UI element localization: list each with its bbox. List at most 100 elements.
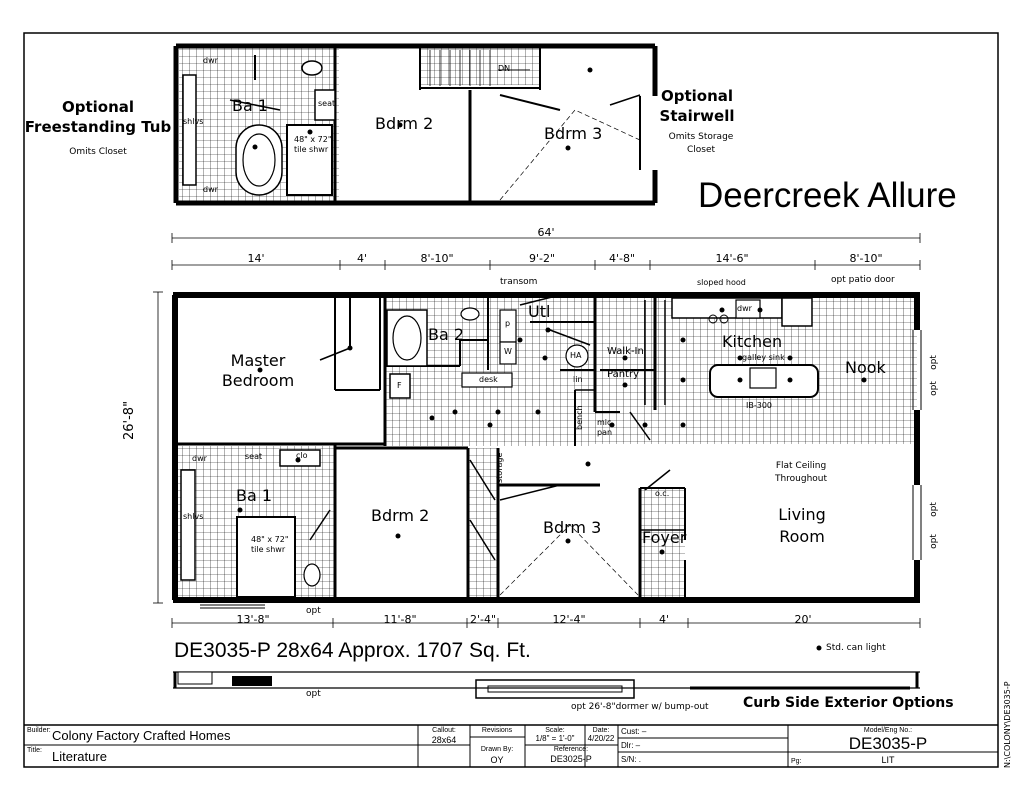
tb-scale: 1/8" = 1'-0"	[535, 734, 575, 743]
room-kitchen: Kitchen	[722, 332, 783, 351]
note-flat-ceiling: Flat Ceiling Throughout	[774, 461, 828, 484]
note-dormer: opt 26'-8"dormer w/ bump-out	[571, 702, 709, 712]
room-foyer: Foyer	[642, 528, 687, 547]
tb-reference-label: Reference:	[553, 746, 589, 753]
tb-date: 4/20/22	[587, 734, 615, 743]
optional-view	[173, 43, 658, 206]
tb-reference: DE3025-P	[550, 754, 592, 764]
note-opt-bottom-1: opt	[306, 606, 321, 616]
room-ba2: Ba 2	[428, 325, 465, 344]
tb-builder-label: Builder:	[27, 727, 51, 734]
dim-top-1: 14'	[247, 252, 265, 265]
dim-bottom-4: 12'-4"	[552, 613, 586, 626]
dim-side: 26'-8"	[122, 400, 137, 440]
label-dwr: dwr	[192, 454, 207, 463]
tb-title-label: Title:	[27, 747, 42, 754]
room-bdrm3: Bdrm 3	[543, 518, 602, 537]
top-room-bdrm2: Bdrm 2	[375, 114, 434, 133]
curb-side-elevation	[173, 671, 920, 699]
note-opt-bottom-2: opt	[306, 689, 321, 699]
label-shlvs: shlvs	[183, 512, 204, 521]
page-border	[23, 32, 999, 768]
model-line: DE3035-P 28x64 Approx. 1707 Sq. Ft.	[174, 639, 531, 662]
tb-model-label: Model/Eng No.:	[863, 727, 913, 734]
tb-dlr: Dlr: –	[621, 741, 641, 750]
top-room-bdrm3: Bdrm 3	[544, 124, 603, 143]
label-clo: clo	[296, 451, 308, 460]
note-curb-side: Curb Side Exterior Options	[743, 695, 954, 711]
note-ib-300: IB-300	[746, 401, 773, 410]
dim-bottom-5: 4'	[658, 613, 670, 626]
dim-top-3: 8'-10"	[420, 252, 454, 265]
main-plan	[172, 67, 922, 609]
dim-bottom-6: 20'	[794, 613, 812, 626]
label-shower: 48" x 72" tile shwr	[251, 535, 289, 554]
label-dwr-kitchen: dwr	[737, 304, 752, 313]
dim-bottom-3: 2'-4"	[469, 613, 497, 626]
label-lin: lin	[573, 375, 583, 384]
label-f: F	[397, 381, 402, 390]
legend-can-light: Std. can light	[826, 643, 886, 653]
title-block-grid	[24, 724, 998, 767]
dim-bottom-2: 11'-8"	[383, 613, 417, 626]
label-mic-pan: mic pan	[597, 418, 613, 437]
note-opt-patio-door: opt patio door	[831, 275, 895, 285]
tb-scale-label: Scale:	[545, 727, 565, 734]
tb-drawn-label: Drawn By:	[480, 746, 514, 753]
dim-top-4: 9'-2"	[528, 252, 556, 265]
room-utl: Utl	[528, 302, 551, 321]
option-stairwell-title: Optional Stairwell	[659, 87, 735, 125]
tb-sn: S/N: .	[621, 755, 642, 764]
room-ba1: Ba 1	[236, 486, 273, 505]
label-seat: seat	[245, 452, 263, 461]
option-freestanding-tub-title: Optional Freestanding Tub	[24, 98, 172, 136]
tb-pg: Pg:	[791, 758, 802, 765]
option-stairwell-note: Omits Storage Closet	[668, 132, 734, 155]
plan-title: Deercreek Allure	[698, 176, 957, 215]
dim-top-7: 8'-10"	[849, 252, 883, 265]
tb-model: DE3035-P	[848, 734, 928, 753]
top-room-seat: seat	[318, 99, 336, 108]
top-room-dwr-1: dwr	[203, 56, 218, 65]
top-room-dwr-2: dwr	[203, 185, 218, 194]
tb-builder: Colony Factory Crafted Homes	[52, 728, 231, 743]
tb-cust: Cust: –	[621, 727, 647, 736]
note-opt-right-4: opt	[928, 534, 939, 549]
can-light-dot	[816, 645, 822, 651]
dim-top-5: 4'-8"	[608, 252, 636, 265]
tb-title: Literature	[52, 749, 107, 764]
top-room-dn: DN	[498, 64, 511, 73]
tb-callout-label: Callout:	[432, 727, 456, 734]
top-room-shower: 48" x 72" tile shwr	[294, 135, 332, 154]
label-w: W	[504, 347, 512, 356]
room-master-bedroom: Master Bedroom	[221, 351, 295, 390]
room-nook: Nook	[845, 358, 886, 377]
label-ha: HA	[570, 351, 582, 360]
note-sloped-hood: sloped hood	[697, 278, 746, 287]
note-opt-right-2: opt	[928, 381, 939, 396]
tb-drawn: OY	[490, 755, 504, 765]
note-opt-right-1: opt	[928, 355, 939, 370]
dim-top-6: 14'-6"	[715, 252, 749, 265]
label-desk: desk	[479, 375, 498, 384]
note-galley-sink: galley sink	[742, 353, 785, 362]
label-storage: storage	[495, 452, 504, 483]
tb-lit: LIT	[881, 755, 895, 765]
note-transom: transom	[500, 277, 538, 287]
tb-revisions-label: Revisions	[481, 727, 513, 734]
dim-bottom-1: 13'-8"	[236, 613, 270, 626]
tb-callout: 28x64	[431, 735, 457, 745]
top-room-shlvs: shlvs	[183, 117, 204, 126]
tb-date-label: Date:	[592, 727, 610, 734]
side-code: N:\COLONY\DE3035-P	[1003, 681, 1012, 768]
room-bdrm2: Bdrm 2	[371, 506, 430, 525]
option-freestanding-tub-note: Omits Closet	[69, 147, 127, 157]
dim-overall: 64'	[537, 226, 555, 239]
note-opt-right-3: opt	[928, 502, 939, 517]
room-living-room: Living Room	[778, 505, 826, 546]
top-room-ba1: Ba 1	[232, 96, 269, 115]
dimension-lines	[153, 233, 921, 628]
label-bench: bench	[575, 405, 584, 430]
